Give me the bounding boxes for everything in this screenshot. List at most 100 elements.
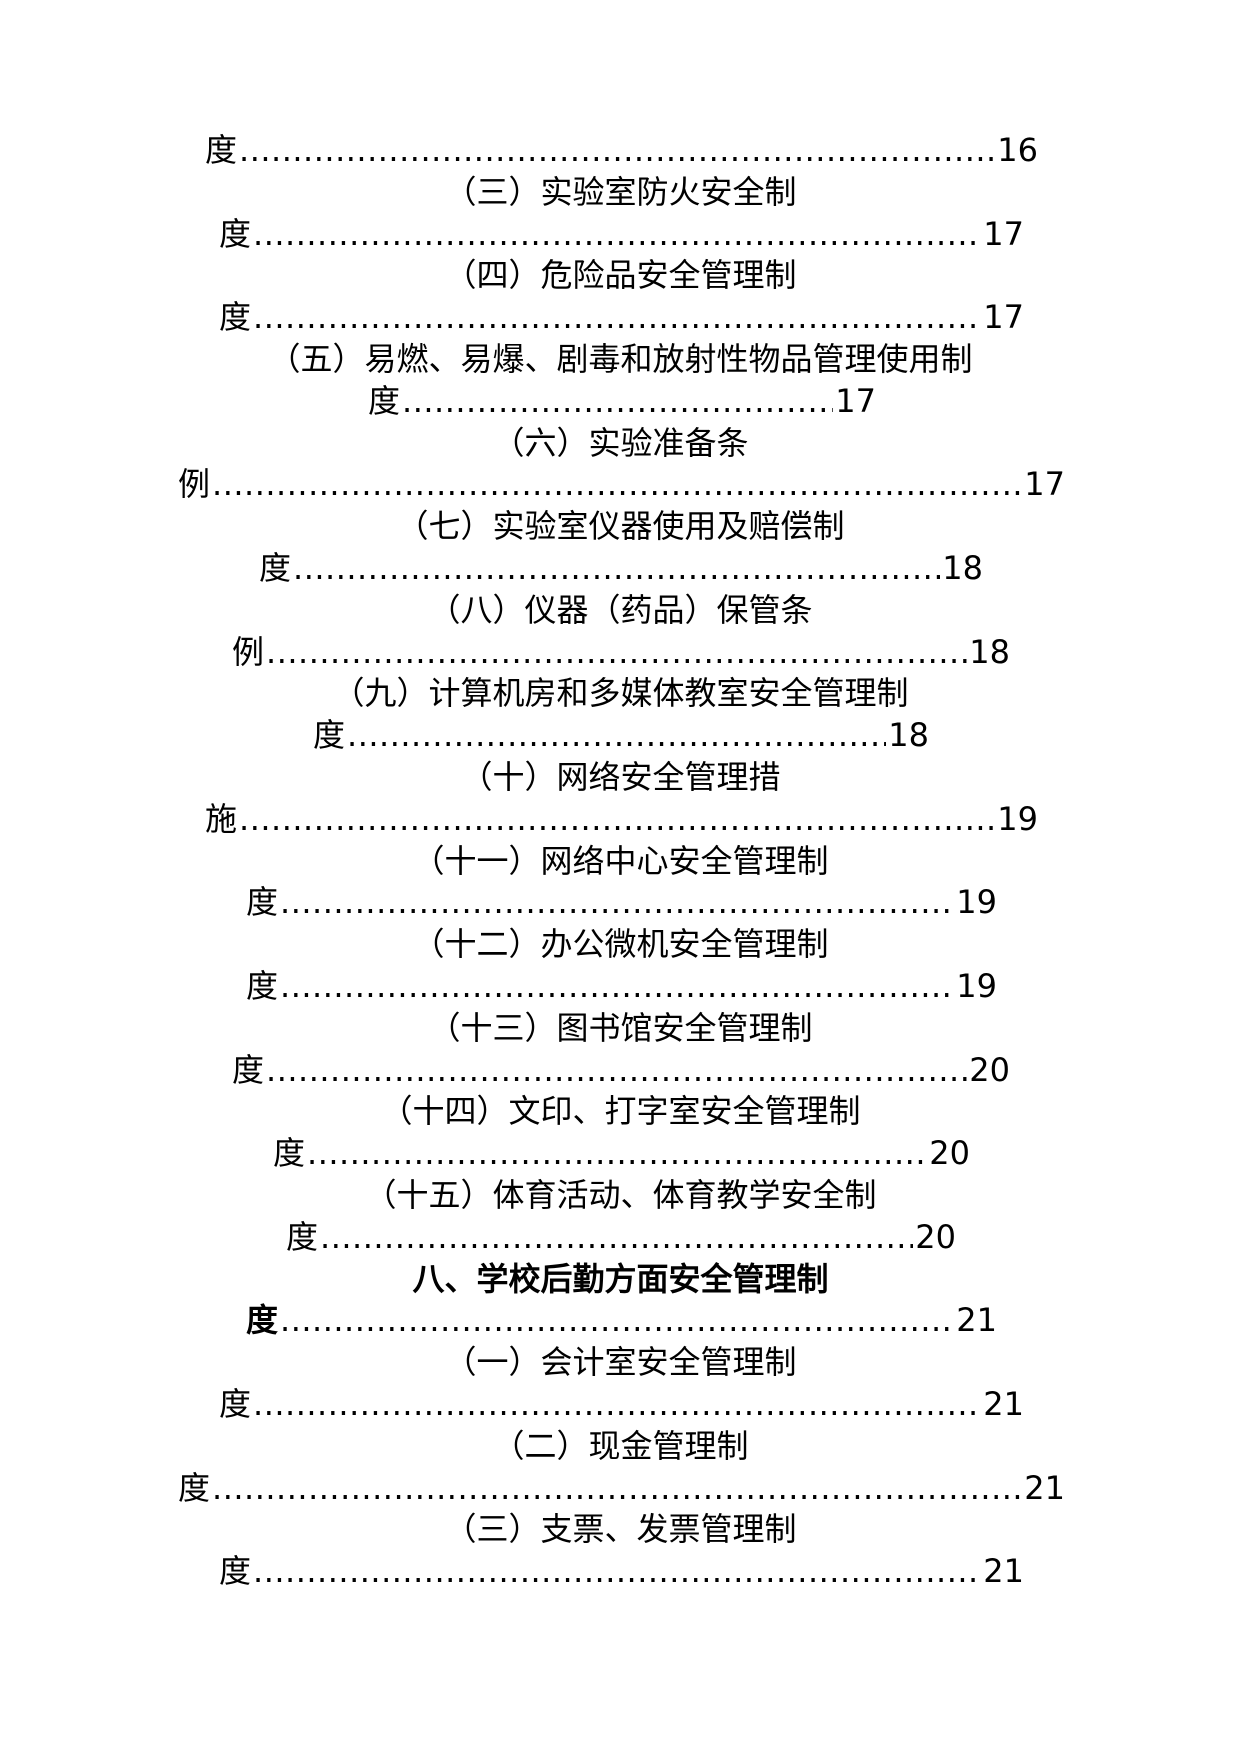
toc-entry-word: 度: [273, 1134, 306, 1173]
toc-section-title: 八、学校后勤方面安全管理制: [412, 1259, 829, 1298]
toc-entry-word: 度: [259, 548, 292, 587]
toc-entry-title: （七）实验室仪器使用及赔偿制: [396, 507, 845, 546]
toc-entry-title: （六）实验准备条: [492, 423, 749, 462]
toc-entry: 度 17: [0, 381, 1241, 423]
toc-page-number: 20: [915, 1217, 956, 1256]
toc-entry-word: 度: [219, 1552, 252, 1591]
toc-entry: 度 21: [0, 1468, 1241, 1510]
toc-entry-title: （十一）网络中心安全管理制: [412, 841, 829, 880]
toc-entry: 度 21: [0, 1384, 1241, 1426]
dot-leader: [253, 1384, 981, 1426]
toc-page-number: 19: [997, 799, 1038, 838]
toc-entry-title: （三）实验室防火安全制: [444, 172, 797, 211]
dot-leader: [239, 130, 995, 172]
toc-entry-title: （五）易燃、易爆、剧毒和放射性物品管理使用制: [268, 339, 973, 378]
toc-entry-word: 度: [313, 716, 346, 755]
toc-entry-word: 度: [286, 1217, 319, 1256]
toc-page-number: 18: [942, 548, 983, 587]
toc-page-number: 21: [956, 1301, 997, 1340]
toc-entry: 度 17: [0, 297, 1241, 339]
toc-entry: 度 17: [0, 214, 1241, 256]
toc-entry-title: （十四）文印、打字室安全管理制: [380, 1092, 861, 1131]
toc-entry: 度 19: [0, 966, 1241, 1008]
toc-entry-title: （十）网络安全管理措: [460, 757, 781, 796]
toc-entry-title: （九）计算机房和多媒体教室安全管理制: [332, 674, 909, 713]
toc-entry-word: 度: [219, 298, 252, 337]
toc-leader-line: 施 19: [205, 799, 1038, 841]
toc-leader-line: 度 17: [368, 381, 876, 423]
toc-entry-word: 度: [246, 1301, 279, 1340]
toc-leader-line: 度 21: [219, 1384, 1024, 1426]
toc-entry-title: （十三）图书馆安全管理制: [428, 1008, 813, 1047]
toc-entry-word: 度: [368, 381, 401, 420]
toc-entry: 度 20: [0, 1217, 1241, 1259]
toc-leader-line: 度 19: [246, 882, 997, 924]
toc-entry: 例 18: [0, 632, 1241, 674]
toc-entry-word: 度: [219, 1384, 252, 1423]
toc-leader-line: 度 18: [259, 548, 983, 590]
dot-leader: [253, 214, 981, 256]
dot-leader: [212, 464, 1022, 506]
toc-page-number: 17: [835, 381, 876, 420]
toc-page-number: 17: [1024, 465, 1065, 504]
toc-page-number: 19: [956, 966, 997, 1005]
toc-leader-line: 度 20: [286, 1217, 956, 1259]
dot-leader: [402, 381, 833, 423]
toc-page-number: 16: [997, 131, 1038, 169]
toc-entry-title: （十五）体育活动、体育教学安全制: [364, 1175, 877, 1214]
toc-entry-title: （八）仪器（药品）保管条: [428, 590, 813, 629]
toc-entry: 例 17: [0, 464, 1241, 506]
toc-entry: 度 19: [0, 882, 1241, 924]
toc-entry-word: 度: [219, 214, 252, 253]
toc-entry-word: 度: [205, 131, 238, 169]
toc-entry-word: 度: [178, 1468, 211, 1507]
dot-leader: [212, 1468, 1022, 1510]
toc-leader-line: 例 18: [232, 632, 1010, 674]
toc-leader-line: 度 17: [219, 297, 1024, 339]
toc-entry: 度 16: [0, 130, 1241, 172]
toc-leader-line: 度 18: [313, 715, 929, 757]
dot-leader: [253, 1551, 981, 1593]
dot-leader: [239, 799, 995, 841]
dot-leader: [293, 548, 940, 590]
toc-entry-word: 例: [178, 465, 211, 504]
dot-leader: [266, 632, 967, 674]
toc-entry-title: （十二）办公微机安全管理制: [412, 925, 829, 964]
toc-entry-word: 例: [232, 632, 265, 671]
toc-leader-line: 度 21: [219, 1551, 1024, 1593]
toc-leader-line: 度 21: [246, 1300, 997, 1342]
toc-entry: 度 18: [0, 715, 1241, 757]
toc-leader-line: 度 21: [178, 1468, 1065, 1510]
toc-entry: 度 20: [0, 1133, 1241, 1175]
dot-leader: [280, 966, 954, 1008]
toc-entry-title: （一）会计室安全管理制: [444, 1343, 797, 1382]
toc-entry: 度 21: [0, 1551, 1241, 1593]
toc-entry-word: 度: [246, 966, 279, 1005]
toc-entry: 度 18: [0, 548, 1241, 590]
table-of-contents: 度 16 （三）实验室防火安全制 度 17 （四）危险品安全管理制 度 17 （…: [0, 130, 1241, 1593]
toc-entry: 度 21: [0, 1300, 1241, 1342]
toc-entry: 施 19: [0, 799, 1241, 841]
toc-page-number: 19: [956, 883, 997, 922]
toc-page-number: 17: [983, 214, 1024, 253]
dot-leader: [266, 1050, 967, 1092]
toc-entry-title: （四）危险品安全管理制: [444, 256, 797, 295]
toc-page-number: 21: [983, 1552, 1024, 1591]
toc-leader-line: 度 19: [246, 966, 997, 1008]
dot-leader: [347, 715, 886, 757]
toc-entry-word: 度: [246, 883, 279, 922]
toc-page-number: 20: [969, 1050, 1010, 1089]
toc-page-number: 18: [969, 632, 1010, 671]
toc-leader-line: 例 17: [178, 464, 1065, 506]
toc-leader-line: 度 16: [205, 130, 1038, 172]
dot-leader: [280, 882, 954, 924]
dot-leader: [253, 297, 981, 339]
toc-page-number: 20: [929, 1134, 970, 1173]
toc-page-number: 21: [1024, 1468, 1065, 1507]
toc-entry-title: （二）现金管理制: [492, 1426, 749, 1465]
toc-entry-title: （三）支票、发票管理制: [444, 1510, 797, 1549]
toc-page-number: 21: [983, 1384, 1024, 1423]
toc-page-number: 18: [888, 716, 929, 755]
toc-entry-word: 度: [232, 1050, 265, 1089]
toc-page-number: 17: [983, 298, 1024, 337]
